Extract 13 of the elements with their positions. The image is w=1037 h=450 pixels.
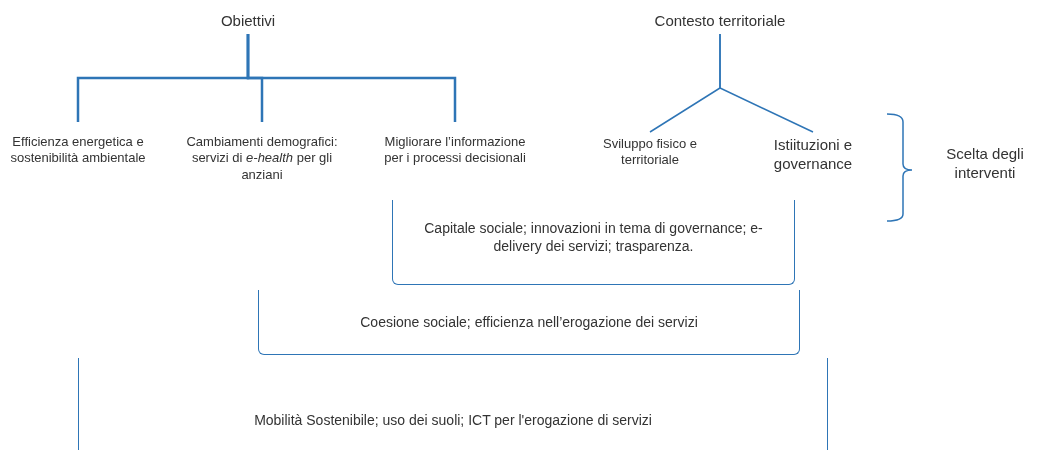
node-label: Sviluppo fisico e territoriale bbox=[580, 132, 720, 180]
bracket-band: Coesione sociale; efficienza nell’erogazione dei servizi bbox=[258, 290, 800, 355]
node-label: Migliorare l’informazione per i processi decisionali bbox=[368, 122, 542, 202]
connector-line bbox=[246, 34, 457, 122]
bracket-band: Mobilità Sostenibile; uso dei suoli; ICT per l'erogazione di servizi bbox=[78, 358, 828, 450]
side-label: Scelta degli interventi bbox=[945, 145, 1025, 183]
bracket-band: Capitale sociale; innovazioni in tema di governance; e-delivery dei servizi; trasparenza. bbox=[392, 200, 795, 285]
node-label: Istiituzioni e governance bbox=[750, 132, 876, 180]
node-label: Cambiamenti demografici: servizi di e-health per gli anziani bbox=[172, 122, 352, 202]
heading-label: Contesto territoriale bbox=[630, 12, 810, 34]
connector-line bbox=[719, 33, 814, 133]
node-label: Efficienza energetica e sostenibilità ambientale bbox=[0, 122, 156, 202]
heading-label: Obiettivi bbox=[188, 12, 308, 34]
